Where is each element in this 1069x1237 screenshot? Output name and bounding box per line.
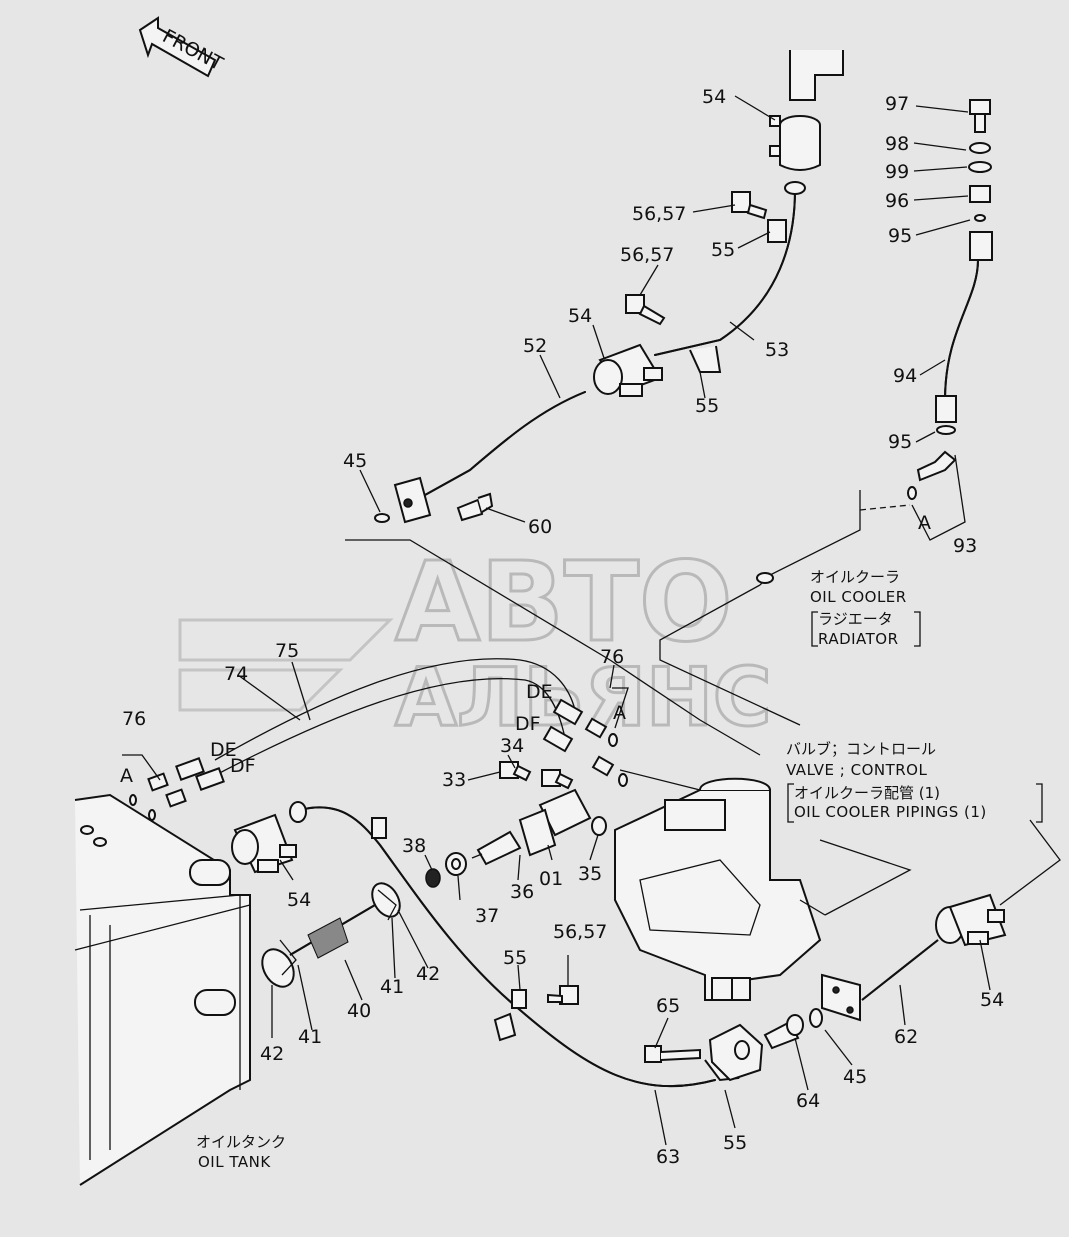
flange-65 bbox=[644, 1023, 764, 1082]
label-part-55-lower: 55 bbox=[503, 947, 527, 969]
radiator-outline bbox=[659, 490, 911, 726]
hose-52 bbox=[374, 391, 586, 524]
label-part-56-57-top: 56,57 bbox=[632, 203, 686, 225]
oil-tank bbox=[74, 793, 251, 1186]
caption-piping-jp: オイルクーラ配管 (1) bbox=[794, 784, 940, 802]
clamp-54-mid bbox=[593, 343, 663, 397]
connector-a-left: A bbox=[120, 765, 133, 787]
top-elbow-pipe bbox=[789, 50, 844, 101]
clamp-54-top bbox=[769, 115, 821, 171]
connector-de-right: DE bbox=[526, 681, 553, 703]
caption-oil-tank-jp: オイルタンク bbox=[196, 1133, 286, 1151]
caption-valve-en: VALVE ; CONTROL bbox=[786, 761, 927, 779]
fitting-64-45 bbox=[763, 1008, 823, 1050]
label-part-60: 60 bbox=[528, 516, 552, 538]
caption-oil-cooler-en: OIL COOLER bbox=[810, 588, 907, 606]
label-part-76-left: 76 bbox=[122, 708, 146, 730]
bolt-56-57-lower bbox=[547, 985, 579, 1005]
front-arrow: FRONT bbox=[138, 16, 227, 78]
bolt-56-57-top bbox=[625, 191, 768, 326]
part-labels: 97 98 99 96 95 94 95 93 54 56,57 55 56,5… bbox=[122, 86, 1004, 1168]
watermark-line2: АЛЬЯНС bbox=[395, 651, 772, 744]
connector-a-right: A bbox=[613, 702, 626, 724]
label-part-40: 40 bbox=[347, 1000, 371, 1022]
fittings-33-38 bbox=[425, 761, 607, 888]
label-part-96: 96 bbox=[885, 190, 909, 212]
connector-de-left: DE bbox=[210, 739, 237, 761]
elbow-93 bbox=[907, 450, 966, 541]
label-part-93: 93 bbox=[953, 535, 977, 557]
hose-94 bbox=[935, 231, 993, 435]
label-part-42-right: 42 bbox=[416, 963, 440, 985]
caption-oil-tank: オイルタンク OIL TANK bbox=[196, 1133, 286, 1171]
label-part-97: 97 bbox=[885, 93, 909, 115]
label-part-54-right: 54 bbox=[980, 989, 1004, 1011]
pipe-63 bbox=[289, 801, 740, 1088]
label-part-95-bottom: 95 bbox=[888, 431, 912, 453]
label-part-55-bottom: 55 bbox=[723, 1132, 747, 1154]
caption-valve-jp: バルブ；コントロール bbox=[786, 740, 936, 758]
label-part-63: 63 bbox=[656, 1146, 680, 1168]
label-part-62: 62 bbox=[894, 1026, 918, 1048]
caption-oil-tank-en: OIL TANK bbox=[198, 1153, 271, 1171]
pipe-62-clamp-54 bbox=[821, 819, 1061, 1022]
connector-labels: DE DF A DE DF A A bbox=[120, 512, 931, 787]
label-part-75: 75 bbox=[275, 640, 299, 662]
label-part-74: 74 bbox=[224, 663, 248, 685]
label-part-56-57-mid: 56,57 bbox=[620, 244, 674, 266]
label-part-41-left: 41 bbox=[298, 1026, 322, 1048]
label-part-64: 64 bbox=[796, 1090, 820, 1112]
label-part-37: 37 bbox=[475, 905, 499, 927]
label-part-41-right: 41 bbox=[380, 976, 404, 998]
clamp-54-lower-left bbox=[231, 813, 297, 874]
label-part-65: 65 bbox=[656, 995, 680, 1017]
label-part-54-left: 54 bbox=[287, 889, 311, 911]
caption-radiator-jp: ラジエータ bbox=[818, 610, 893, 628]
label-part-54-top: 54 bbox=[702, 86, 726, 108]
caption-oil-cooler: オイルクーラ OIL COOLER ラジエータ RADIATOR bbox=[810, 568, 921, 648]
caption-piping-en: OIL COOLER PIPINGS (1) bbox=[794, 803, 987, 821]
label-part-38: 38 bbox=[402, 835, 426, 857]
label-part-76-right: 76 bbox=[600, 646, 624, 668]
connector-a-upper: A bbox=[918, 512, 931, 534]
label-part-94: 94 bbox=[893, 365, 917, 387]
label-part-56-57-lower: 56,57 bbox=[553, 921, 607, 943]
label-part-52: 52 bbox=[523, 335, 547, 357]
label-part-36: 36 bbox=[510, 881, 534, 903]
caption-radiator-en: RADIATOR bbox=[818, 630, 899, 648]
control-valve bbox=[614, 777, 912, 1001]
label-part-98: 98 bbox=[885, 133, 909, 155]
watermark-line1: АВТО bbox=[395, 538, 733, 666]
label-part-01: 01 bbox=[539, 868, 563, 890]
watermark: АВТО АЛЬЯНС bbox=[178, 537, 773, 746]
hoses-74-75 bbox=[122, 658, 629, 821]
label-part-53: 53 bbox=[765, 339, 789, 361]
label-part-55-mid: 55 bbox=[695, 395, 719, 417]
fitting-stack-97-95 bbox=[968, 99, 992, 222]
connector-df-left: DF bbox=[230, 755, 256, 777]
label-part-34: 34 bbox=[500, 735, 524, 757]
label-part-45-lower: 45 bbox=[843, 1066, 867, 1088]
label-part-42-left: 42 bbox=[260, 1043, 284, 1065]
caption-control-valve: バルブ；コントロール VALVE ; CONTROL オイルクーラ配管 (1) … bbox=[786, 740, 1043, 823]
caption-oil-cooler-jp: オイルクーラ bbox=[810, 568, 900, 586]
connector-df-right: DF bbox=[515, 713, 541, 735]
label-part-33: 33 bbox=[442, 769, 466, 791]
hose-40 bbox=[261, 882, 401, 988]
label-part-55-top: 55 bbox=[711, 239, 735, 261]
label-part-45-top: 45 bbox=[343, 450, 367, 472]
label-part-99: 99 bbox=[885, 161, 909, 183]
label-part-54-mid: 54 bbox=[568, 305, 592, 327]
leader-lines bbox=[237, 95, 991, 1146]
label-part-95-top: 95 bbox=[888, 225, 912, 247]
pipe-53 bbox=[654, 181, 806, 373]
label-part-35: 35 bbox=[578, 863, 602, 885]
